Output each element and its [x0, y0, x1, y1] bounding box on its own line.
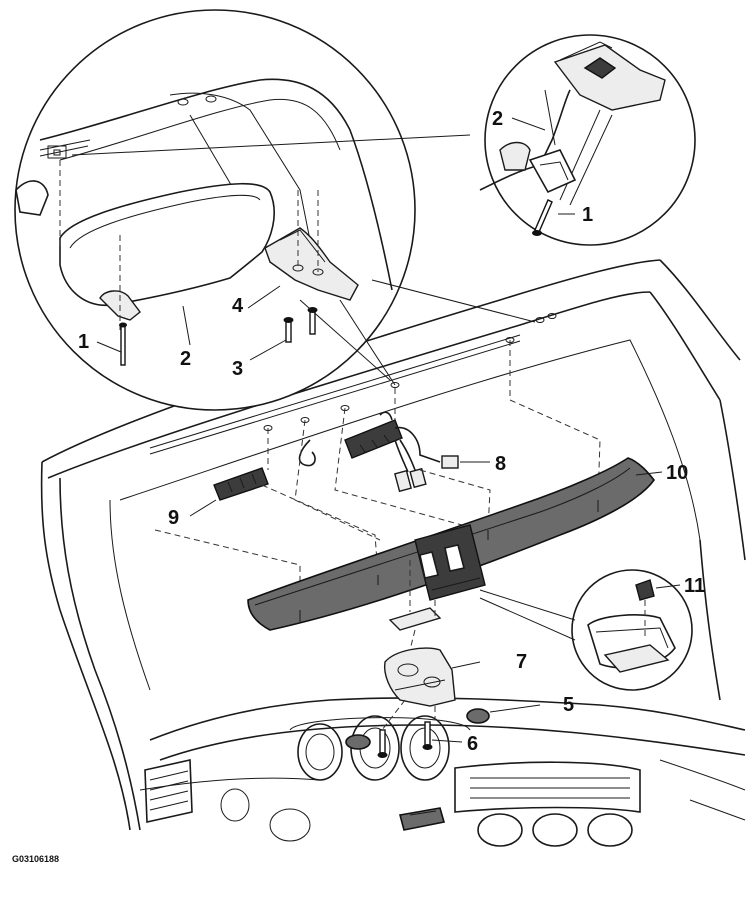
roof-console-parts	[154, 313, 663, 631]
callout-1-left: 1	[78, 331, 89, 353]
callout-11: 11	[684, 575, 705, 597]
callout-2-left: 2	[180, 348, 191, 370]
mirror-base-parts	[345, 629, 541, 831]
callout-8: 8	[495, 453, 506, 475]
screw-part-1-left	[119, 322, 127, 366]
callout-10: 10	[666, 462, 688, 484]
callout-3: 3	[232, 358, 243, 380]
screw-part-1-right	[532, 199, 553, 236]
clip-detail-circle-part-11	[479, 569, 693, 691]
callout-5: 5	[563, 694, 574, 716]
callout-7: 7	[516, 651, 527, 673]
callout-1-right: 1	[582, 204, 593, 226]
sun-visor-detail-circle	[14, 9, 416, 411]
clip-detail-circle	[479, 34, 696, 246]
callout-9: 9	[168, 507, 179, 529]
screw-part-6-a	[377, 729, 388, 758]
vehicle-interior-outline	[40, 259, 746, 847]
callout-4: 4	[232, 295, 244, 317]
callout-2-right: 2	[492, 108, 503, 130]
callout-6: 6	[467, 733, 478, 755]
figure-id: G03106188	[12, 854, 59, 864]
callout-labels: 1 2 3 4 2 1 8 9 10 11 7 5 6	[78, 108, 705, 755]
detail-projection-lines	[71, 134, 536, 386]
screw-part-3-a	[283, 317, 294, 343]
overhead-console-part-10	[247, 457, 655, 631]
screw-part-6-b	[422, 721, 433, 750]
